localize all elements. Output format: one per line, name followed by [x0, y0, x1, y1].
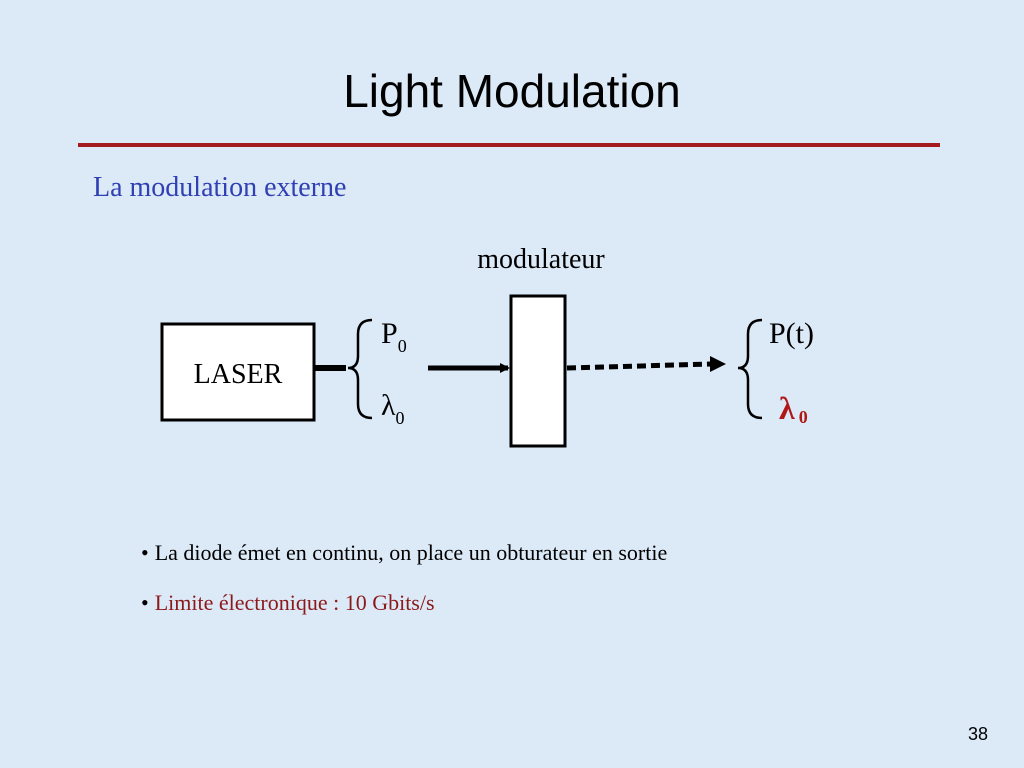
- slide-subtitle: La modulation externe: [93, 172, 347, 203]
- output-arrow: [566, 361, 713, 371]
- bullet-text: Limite électronique : 10 Gbits/s: [154, 590, 435, 615]
- bullet-marker: •: [141, 540, 149, 565]
- title-divider: [78, 143, 940, 147]
- laser-box: [160, 322, 316, 422]
- bullet-text: La diode émet en continu, on place un ob…: [154, 540, 668, 565]
- input-power-label: P0: [381, 317, 407, 356]
- laser-label: LASER: [194, 359, 283, 390]
- bullet-item: •Limite électronique : 10 Gbits/s: [141, 588, 667, 618]
- output-power-label: P(t): [769, 317, 814, 350]
- bullet-list: •La diode émet en continu, on place un o…: [141, 538, 667, 638]
- modulator-box: [509, 294, 567, 448]
- modulator-label: modulateur: [477, 244, 605, 275]
- bullet-marker: •: [141, 590, 149, 615]
- input-brace: [347, 318, 373, 420]
- output-arrowhead: [710, 356, 726, 372]
- input-wavelength-label: λ0: [381, 389, 405, 428]
- page-number: 38: [967, 724, 988, 744]
- slide-title: Light Modulation: [343, 65, 681, 117]
- bullet-item: •La diode émet en continu, on place un o…: [141, 538, 667, 568]
- output-brace: [737, 318, 763, 420]
